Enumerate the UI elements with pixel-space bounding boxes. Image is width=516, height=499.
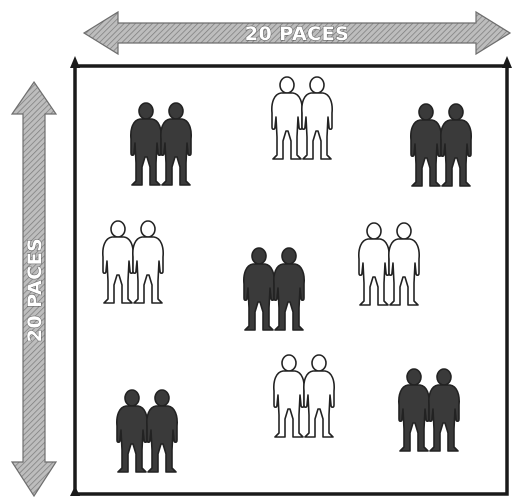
top-distance-arrow: 20 PACES	[82, 10, 512, 56]
player-figure-dark	[428, 368, 460, 452]
player-figure-light	[388, 222, 420, 306]
player-figure-dark	[243, 247, 275, 331]
player-pair-light	[102, 220, 164, 304]
player-pair-dark	[243, 247, 305, 331]
player-figure-light	[273, 354, 305, 438]
player-pair-dark	[410, 103, 472, 187]
player-figure-light	[271, 76, 303, 160]
side-distance-arrow: 20 PACES	[10, 80, 58, 498]
field-corner-marker	[502, 56, 512, 68]
player-figure-dark	[273, 247, 305, 331]
player-pair-light	[273, 354, 335, 438]
player-pairs	[102, 76, 472, 473]
player-figure-light	[102, 220, 134, 304]
player-figure-dark	[116, 389, 148, 473]
player-figure-light	[303, 354, 335, 438]
player-pair-light	[358, 222, 420, 306]
field-corner-marker	[70, 56, 80, 68]
player-figure-dark	[160, 102, 192, 186]
playing-field-border	[73, 64, 509, 496]
player-figure-dark	[398, 368, 430, 452]
side-distance-label: 20 PACES	[24, 238, 46, 343]
player-pair-dark	[130, 102, 192, 186]
player-figure-light	[301, 76, 333, 160]
player-figure-dark	[410, 103, 442, 187]
player-figure-dark	[146, 389, 178, 473]
player-pair-dark	[398, 368, 460, 452]
player-figure-light	[358, 222, 390, 306]
top-distance-label: 20 PACES	[245, 23, 350, 45]
field-corner-marker	[70, 486, 80, 496]
player-pair-dark	[116, 389, 178, 473]
player-pair-light	[271, 76, 333, 160]
player-figure-light	[132, 220, 164, 304]
player-figure-dark	[130, 102, 162, 186]
player-figure-dark	[440, 103, 472, 187]
